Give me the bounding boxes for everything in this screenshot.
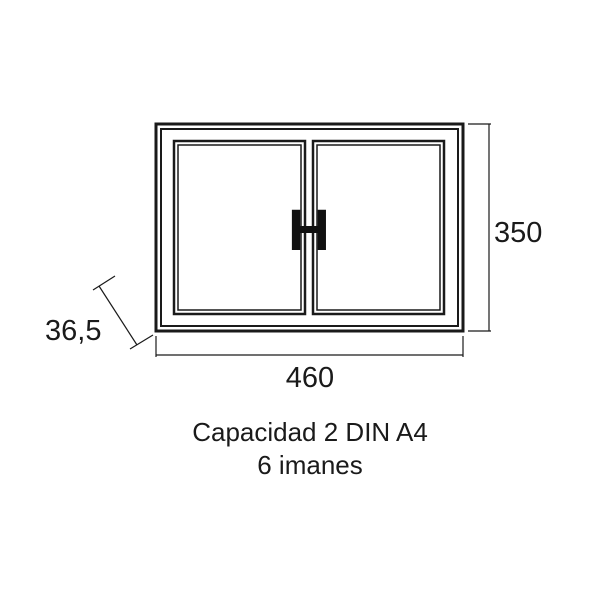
- right-door-outer: [311, 139, 446, 316]
- frame-outer: [154, 122, 465, 333]
- width-dimension: 460: [155, 336, 464, 394]
- center-letter: H: [288, 198, 330, 263]
- height-label: 350: [494, 217, 542, 249]
- caption: Capacidad 2 DIN A4 6 imanes: [192, 417, 428, 480]
- cabinet-doors: [172, 139, 446, 316]
- cabinet-frame: [154, 122, 465, 333]
- depth-dimension: 36,5: [45, 275, 154, 350]
- height-dimension: 350: [468, 123, 542, 332]
- frame-inner: [160, 128, 459, 327]
- width-label: 460: [286, 362, 334, 394]
- right-door-inner: [316, 144, 441, 311]
- depth-label: 36,5: [45, 315, 101, 347]
- caption-line-capacity: Capacidad 2 DIN A4: [192, 417, 428, 447]
- caption-line-magnets: 6 imanes: [257, 450, 363, 480]
- left-door-inner: [177, 144, 302, 311]
- depth-dimension-tick-top: [92, 275, 116, 291]
- depth-dimension-tick-bottom: [129, 334, 154, 350]
- depth-dimension-line: [98, 285, 138, 346]
- left-door-outer: [172, 139, 307, 316]
